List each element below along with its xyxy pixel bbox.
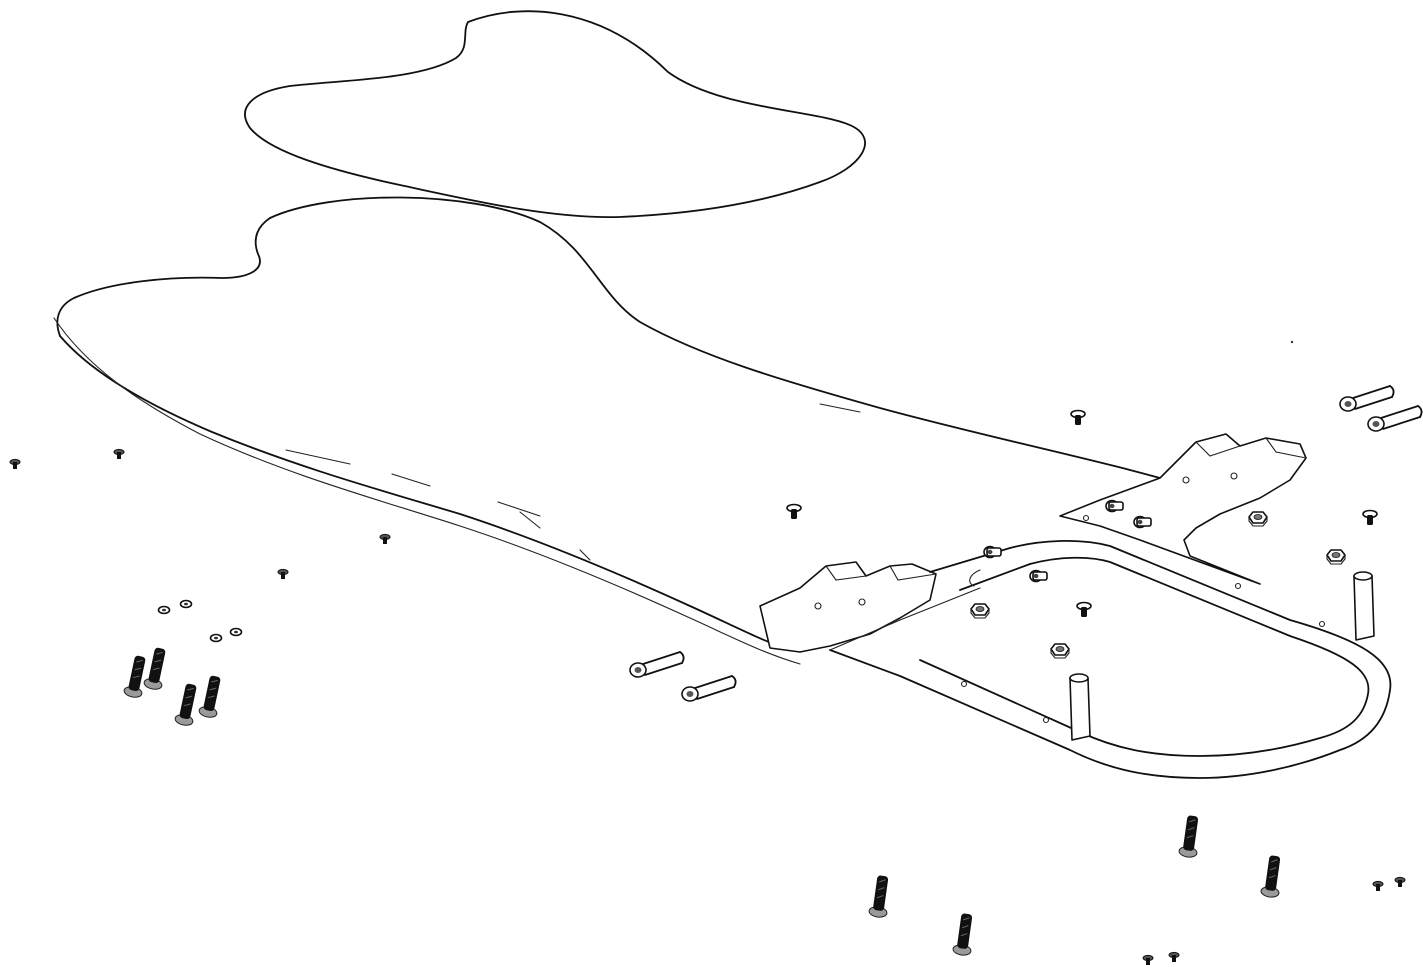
mounting-bracket-left <box>759 561 937 653</box>
socket-cap-screws <box>629 385 1423 702</box>
washers <box>157 599 243 643</box>
hex-bolts <box>122 646 1285 957</box>
seat-shell <box>53 196 1161 665</box>
seat-pad <box>244 10 866 219</box>
frame <box>829 433 1392 779</box>
